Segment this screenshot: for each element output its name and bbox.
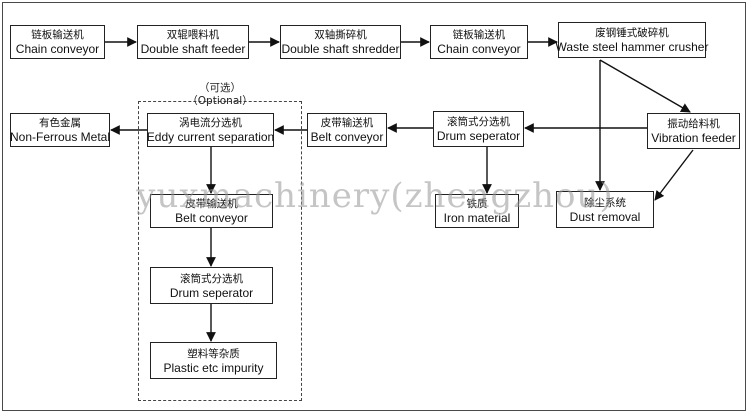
eddy-current-zh: 涡电流分选机 bbox=[179, 117, 242, 129]
arrow-vibration-to-dust bbox=[654, 149, 694, 201]
dust-removal-zh: 除尘系统 bbox=[584, 196, 626, 209]
drum-separator-2-box: 滚筒式分选机 Drum seperator bbox=[150, 267, 273, 304]
drum-separator-1-zh: 滚筒式分选机 bbox=[447, 116, 510, 128]
chain-conveyor-2-box: 链板输送机 Chain conveyor bbox=[430, 25, 528, 59]
chain-conveyor-1-box: 链板输送机 Chain conveyor bbox=[10, 25, 105, 59]
dust-removal-en: Dust removal bbox=[569, 209, 641, 224]
vibration-feeder-box: 振动给料机 Vibration feeder bbox=[647, 113, 740, 149]
chain-conveyor-2-zh: 链板输送机 bbox=[452, 29, 506, 41]
plastic-impurity-zh: 塑料等杂质 bbox=[187, 347, 240, 360]
drum-separator-2-zh: 滚筒式分选机 bbox=[180, 272, 243, 285]
hammer-crusher-zh: 废钢锤式破碎机 bbox=[595, 27, 669, 39]
eddy-current-separation-box: 涡电流分选机 Eddy current separation bbox=[147, 113, 274, 147]
non-ferrous-metal-zh: 有色金属 bbox=[39, 117, 81, 129]
iron-material-en: Iron material bbox=[443, 211, 511, 225]
double-shaft-feeder-box: 双辊喂料机 Double shaft feeder bbox=[137, 25, 249, 59]
plastic-impurity-box: 塑料等杂质 Plastic etc impurity bbox=[150, 342, 277, 379]
belt-conveyor-2-zh: 皮带输送机 bbox=[185, 198, 238, 210]
belt-conveyor-2-en: Belt conveyor bbox=[175, 211, 248, 225]
belt-conveyor-1-zh: 皮带输送机 bbox=[320, 117, 374, 129]
drum-separator-1-en: Drum seperator bbox=[436, 129, 521, 143]
optional-label-zh: （可选） bbox=[199, 82, 241, 94]
double-shaft-shredder-zh: 双轴撕碎机 bbox=[314, 29, 367, 41]
waste-steel-hammer-crusher-box: 废钢锤式破碎机 Waste steel hammer crusher bbox=[555, 22, 709, 58]
drum-separator-1-box: 滚筒式分选机 Drum seperator bbox=[433, 111, 524, 147]
vibration-feeder-en: Vibration feeder bbox=[651, 131, 736, 145]
double-shaft-shredder-en: Double shaft shredder bbox=[281, 42, 400, 56]
double-shaft-shredder-box: 双轴撕碎机 Double shaft shredder bbox=[280, 25, 401, 59]
iron-material-zh: 铁质 bbox=[466, 198, 488, 210]
iron-material-box: 铁质 Iron material bbox=[435, 194, 519, 228]
dust-removal-box: 除尘系统 Dust removal bbox=[556, 191, 654, 228]
hammer-crusher-en: Waste steel hammer crusher bbox=[555, 40, 709, 54]
plastic-impurity-en: Plastic etc impurity bbox=[163, 360, 264, 375]
outer-frame bbox=[2, 2, 746, 411]
chain-conveyor-2-en: Chain conveyor bbox=[437, 42, 521, 56]
belt-conveyor-2-box: 皮带输送机 Belt conveyor bbox=[150, 194, 273, 228]
double-shaft-feeder-zh: 双辊喂料机 bbox=[166, 29, 220, 41]
non-ferrous-metal-en: Non-Ferrous Metal bbox=[9, 130, 111, 144]
vibration-feeder-zh: 振动给料机 bbox=[667, 118, 720, 130]
double-shaft-feeder-en: Double shaft feeder bbox=[140, 42, 246, 56]
chain-conveyor-1-zh: 链板输送机 bbox=[31, 29, 84, 41]
optional-section-frame bbox=[138, 101, 302, 401]
belt-conveyor-1-en: Belt conveyor bbox=[310, 130, 384, 144]
eddy-current-en: Eddy current separation bbox=[146, 130, 275, 144]
non-ferrous-metal-box: 有色金属 Non-Ferrous Metal bbox=[10, 113, 110, 147]
optional-label-en: （Optional） bbox=[187, 95, 253, 107]
arrow-hammer-to-vibration bbox=[599, 59, 691, 113]
drum-separator-2-en: Drum seperator bbox=[169, 285, 254, 300]
belt-conveyor-1-box: 皮带输送机 Belt conveyor bbox=[307, 113, 387, 147]
chain-conveyor-1-en: Chain conveyor bbox=[15, 42, 100, 56]
